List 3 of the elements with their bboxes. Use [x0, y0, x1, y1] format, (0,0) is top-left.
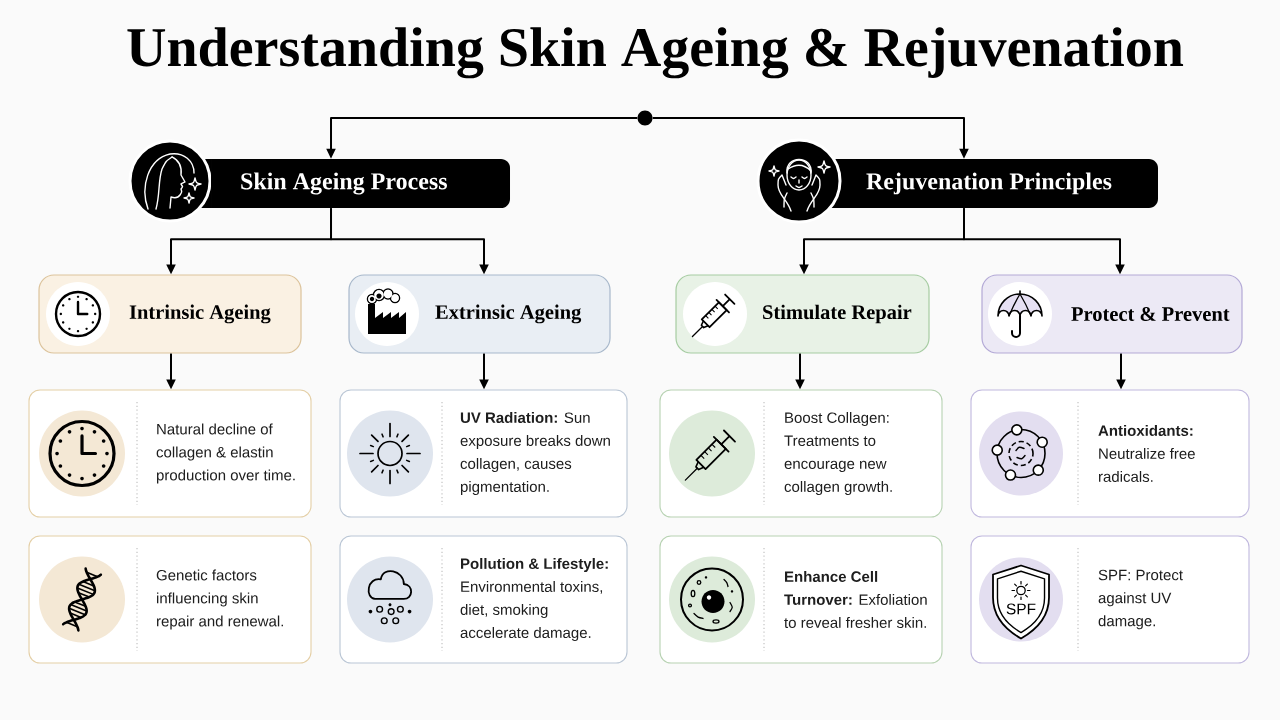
- title: Understanding Skin Ageing & Rejuvenation: [127, 27, 1184, 79]
- icon-label: SPF: [1006, 603, 1036, 615]
- junction-dot: [637, 110, 653, 126]
